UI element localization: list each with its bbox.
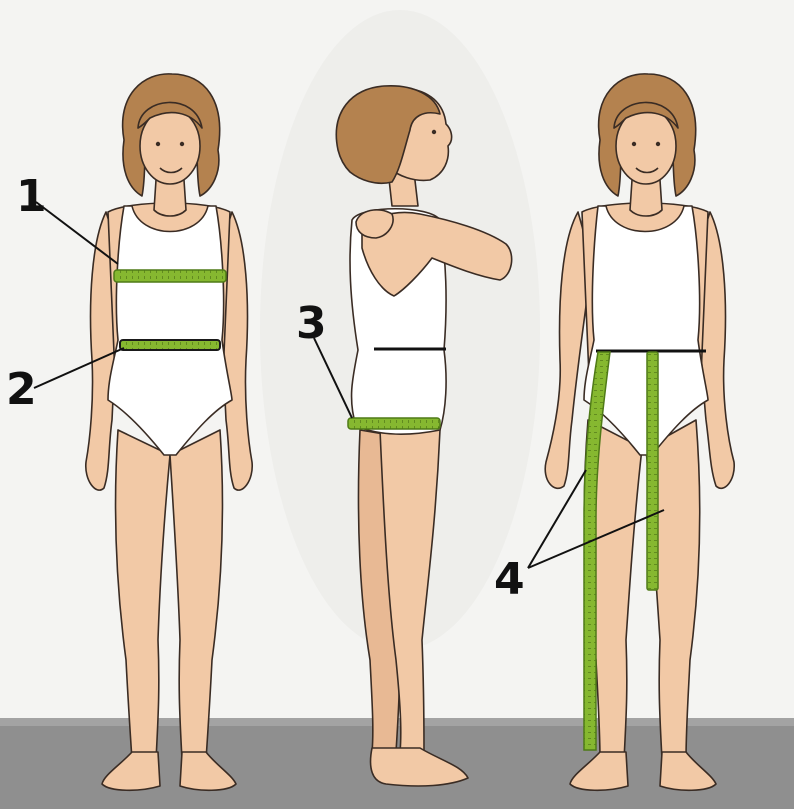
marker-2: 2 (6, 368, 37, 412)
tape-inner-leg (647, 352, 658, 590)
tape-waist (120, 340, 220, 350)
marker-1: 1 (16, 175, 47, 219)
neck (154, 180, 186, 216)
tape-bust (114, 270, 226, 282)
marker-4: 4 (494, 558, 525, 602)
right-fig-neck (630, 180, 662, 216)
marker-3: 3 (296, 302, 327, 346)
tape-hip (348, 418, 440, 429)
